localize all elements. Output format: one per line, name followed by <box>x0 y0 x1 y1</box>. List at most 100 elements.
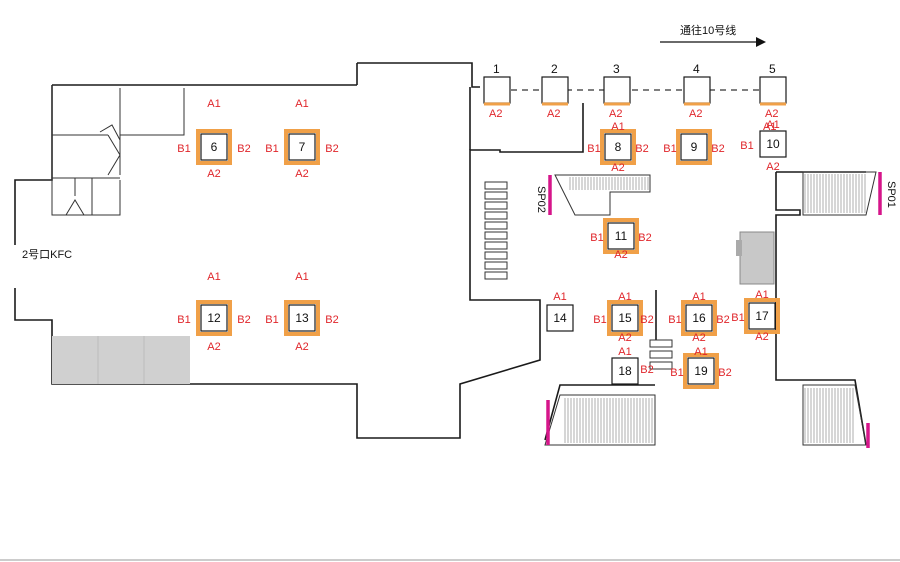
pillar-box <box>200 304 228 332</box>
stair-step <box>484 251 508 260</box>
pillar-box <box>200 133 228 161</box>
top-pillar-number: 5 <box>769 62 776 76</box>
stair-step <box>484 211 508 220</box>
top-pillar: 4A2 <box>683 62 711 120</box>
pillar-face-label: B1 <box>177 314 190 326</box>
pillar-face-highlight <box>196 300 232 336</box>
stair-step <box>484 191 508 200</box>
pillar-box <box>546 304 574 332</box>
pillar-box <box>687 357 715 385</box>
pillar-face-label: B1 <box>740 140 753 152</box>
pillar-face-label: A1 <box>295 271 308 283</box>
pillar-face-label: B1 <box>593 314 606 326</box>
pillar-face-label: B1 <box>731 312 744 324</box>
pillar-box <box>611 357 639 385</box>
pillar-face-label: B2 <box>237 314 250 326</box>
pillar-14: 14 A1 <box>546 291 574 332</box>
pillar-face-label: A2 <box>755 331 768 343</box>
pillar-face-label: B2 <box>638 232 651 244</box>
pillar-face-label: A1 <box>611 121 624 133</box>
left-rooms <box>51 85 185 216</box>
pillar-face-label: B2 <box>237 143 250 155</box>
pillar-face-highlight <box>284 300 320 336</box>
pillar-face-label: B2 <box>711 143 724 155</box>
stair-step <box>484 181 508 190</box>
pillar-number: 13 <box>295 311 309 325</box>
pillar-face-label: B2 <box>325 314 338 326</box>
top-pillar: 5A2 <box>759 62 787 120</box>
exit-label: 2号口KFC <box>22 248 72 261</box>
top-pillar: 3A2 <box>603 62 631 120</box>
pillar-face-label: A2 <box>618 332 631 344</box>
top-pillar-box <box>541 76 569 104</box>
pillar-number: 18 <box>618 364 632 378</box>
top-pillar-face-label: A2 <box>609 108 622 120</box>
top-pillar-box <box>483 76 511 104</box>
pillar-face-label: A1 <box>694 346 707 358</box>
pillar-face-label: B1 <box>668 314 681 326</box>
elevator-block <box>739 231 775 285</box>
pillar-box <box>607 222 635 250</box>
pillar-box <box>611 304 639 332</box>
pillar-box <box>759 130 787 158</box>
top-pillar-number: 3 <box>613 62 620 76</box>
pillar-number: 19 <box>694 364 708 378</box>
pillar-face-label: B2 <box>718 367 731 379</box>
direction-label: 通往10号线 <box>680 23 736 37</box>
direction-arrow <box>660 37 766 47</box>
pillar-face-label: A1 <box>755 289 768 301</box>
pillar-box <box>680 133 708 161</box>
escalator-upper <box>554 174 651 216</box>
pillar-face-label: B2 <box>716 314 729 326</box>
gray-block <box>52 336 190 384</box>
stair-step <box>484 241 508 250</box>
top-pillar-box <box>683 76 711 104</box>
top-pillar-number: 2 <box>551 62 558 76</box>
pillar-face-label: A2 <box>611 162 624 174</box>
pillar-box <box>288 133 316 161</box>
top-pillar-box <box>759 76 787 104</box>
pillar-number: 6 <box>211 140 218 154</box>
pillar-face-label: A2 <box>766 161 779 173</box>
pillar-number: 16 <box>692 311 706 325</box>
pillar-number: 15 <box>618 311 632 325</box>
pillar-face-highlight <box>196 129 232 165</box>
pillar-number: 14 <box>553 311 567 325</box>
sp01-label: SP01 <box>885 181 897 208</box>
pillar-face-label: B2 <box>635 143 648 155</box>
pillar-face-highlight <box>284 129 320 165</box>
pillar-number: 7 <box>299 140 306 154</box>
pillar-face-label: A1 <box>766 119 779 131</box>
pillar-number: 8 <box>615 140 622 154</box>
stair-step <box>484 201 508 210</box>
pillar-face-label: A2 <box>692 332 705 344</box>
pillar-face-label: A1 <box>618 291 631 303</box>
pillar-face-label: A2 <box>207 341 220 353</box>
pillar-face-highlight <box>607 300 643 336</box>
pillar-face-label: B1 <box>587 143 600 155</box>
pillar-face-label: A1 <box>692 291 705 303</box>
stair-step <box>484 261 508 270</box>
pillar-face-highlight <box>676 129 712 165</box>
pillar-face-label: A1 <box>553 291 566 303</box>
stair-step <box>484 271 508 280</box>
stair-step <box>484 231 508 240</box>
pillar-face-label: A2 <box>295 341 308 353</box>
top-pillar-face-label: A2 <box>489 108 502 120</box>
pillar-face-highlight <box>600 129 636 165</box>
pillar-face-label: A1 <box>207 271 220 283</box>
sp02-label: SP02 <box>535 186 547 213</box>
top-pillar-number: 4 <box>693 62 700 76</box>
